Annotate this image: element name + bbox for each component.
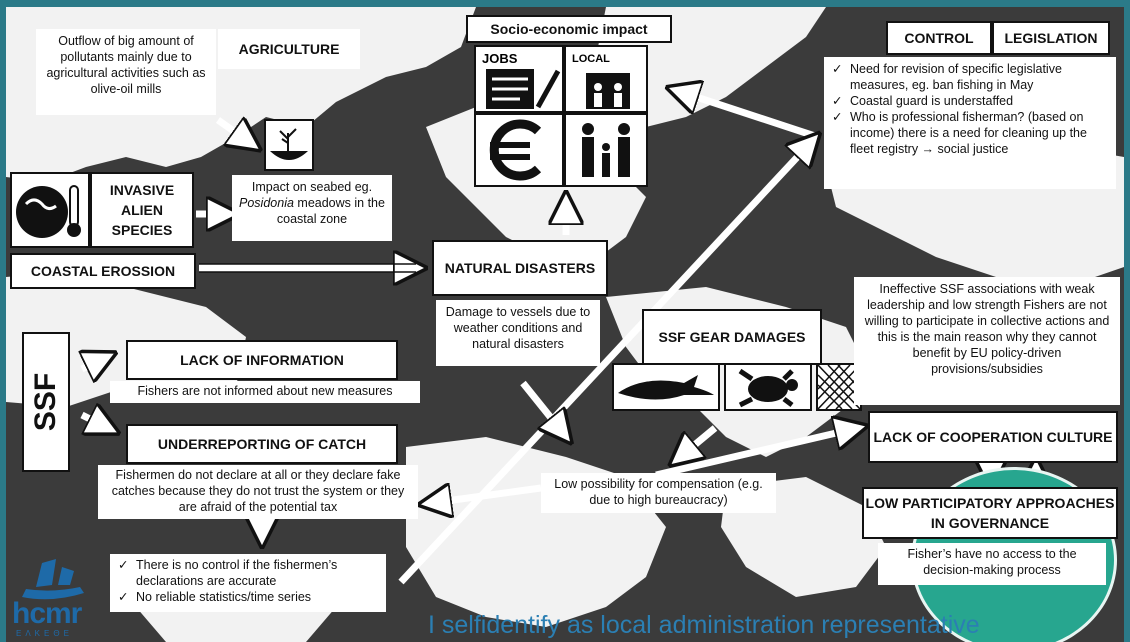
lack-of-cooperation-label: LACK OF COOPERATION CULTURE xyxy=(868,411,1118,463)
agriculture-note: Outflow of big amount of pollutants main… xyxy=(36,29,216,115)
control-item: Who is professional fisherman? (based on… xyxy=(828,109,1112,157)
compensation-note: Low possibility for compensation (e.g. d… xyxy=(541,473,776,513)
seabed-note-pre: Impact on seabed eg. xyxy=(251,180,373,194)
associations-note: Ineffective SSF associations with weak l… xyxy=(854,277,1120,405)
low-participatory-note: Fisher’s have no access to the decision-… xyxy=(878,543,1106,585)
footer-text: I selfidentify as local administration r… xyxy=(428,611,980,639)
legislation-label: LEGISLATION xyxy=(992,21,1110,55)
ssf-text: SSF xyxy=(29,372,63,432)
lack-of-information-label: LACK OF INFORMATION xyxy=(126,340,398,380)
underreporting-label: UNDERREPORTING OF CATCH xyxy=(126,424,398,464)
hcmr-logo-subtext: ΕΛΚΕΘΕ xyxy=(16,629,73,638)
globe-thermometer-icon xyxy=(10,172,90,248)
gear-damages-label: SSF GEAR DAMAGES xyxy=(642,309,822,365)
dolphin-icon xyxy=(612,363,720,411)
control-label: CONTROL xyxy=(886,21,992,55)
local-community-icon: LOCAL xyxy=(564,45,648,113)
family-icon xyxy=(564,113,648,187)
control-item: Need for revision of specific legislativ… xyxy=(828,61,1112,93)
low-participatory-label: LOW PARTICIPATORY APPROACHES IN GOVERNAN… xyxy=(862,487,1118,539)
seabed-note-post: meadows in the coastal zone xyxy=(276,196,385,226)
ship-icon xyxy=(22,559,84,600)
hcmr-logo: hcmr ΕΛΚΕΘΕ xyxy=(12,557,92,642)
underreporting-item: No reliable statistics/time series xyxy=(114,589,382,605)
invasive-species-label: INVASIVE ALIEN SPECIES xyxy=(90,172,194,248)
turtle-icon xyxy=(724,363,812,411)
jobs-label: JOBS xyxy=(482,51,518,66)
jobs-icon: JOBS xyxy=(474,45,564,113)
lack-of-information-note: Fishers are not informed about new measu… xyxy=(110,381,420,403)
ssf-label: SSF xyxy=(22,332,70,472)
natural-disasters-note: Damage to vessels due to weather conditi… xyxy=(436,300,600,366)
local-label: LOCAL xyxy=(572,53,610,65)
seabed-note-italic: Posidonia xyxy=(239,196,294,210)
underreporting-item: There is no control if the fishermen’s d… xyxy=(114,557,382,589)
underreporting-list-panel: There is no control if the fishermen’s d… xyxy=(110,554,386,612)
coastal-erosion-label: COASTAL EROSSION xyxy=(10,253,196,289)
socio-economic-title: Socio-economic impact xyxy=(466,15,672,43)
natural-disasters-label: NATURAL DISASTERS xyxy=(432,240,608,296)
hcmr-logo-text: hcmr xyxy=(12,597,82,630)
seabed-plant-icon xyxy=(264,119,314,171)
euro-icon xyxy=(474,113,564,187)
control-item: Coastal guard is understaffed xyxy=(828,93,1112,109)
seabed-note: Impact on seabed eg. Posidonia meadows i… xyxy=(232,175,392,241)
underreporting-note: Fishermen do not declare at all or they … xyxy=(98,465,418,519)
arrows-layer xyxy=(6,7,1124,585)
agriculture-label: AGRICULTURE xyxy=(218,29,360,69)
control-list-panel: Need for revision of specific legislativ… xyxy=(824,57,1116,189)
